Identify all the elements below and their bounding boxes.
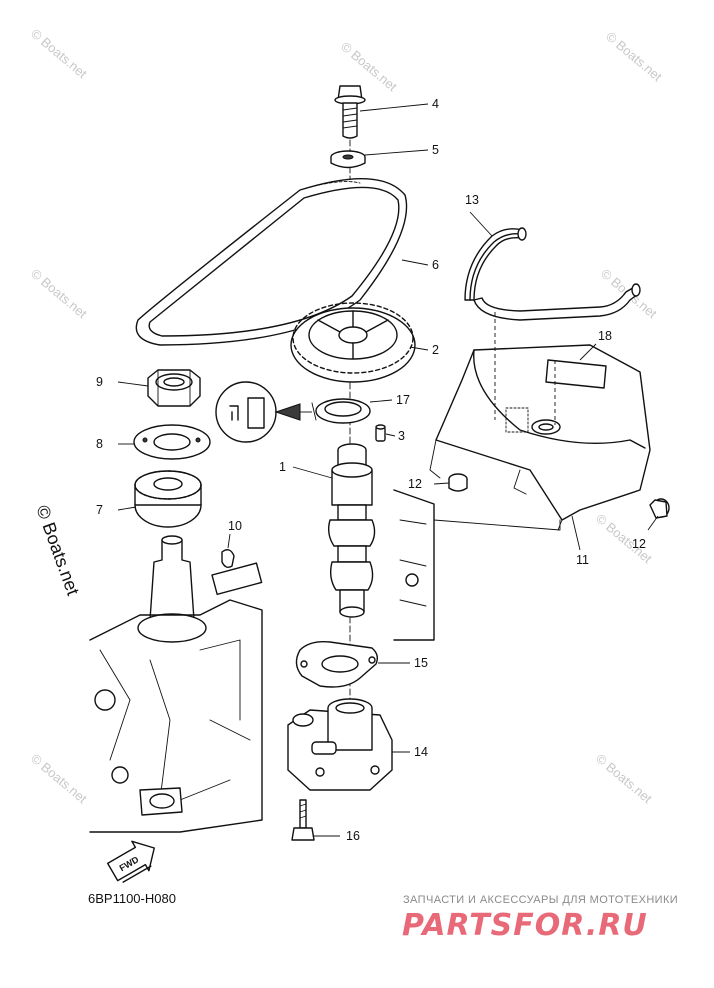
- callout-18: 18: [598, 329, 612, 343]
- oil-pump-part: [287, 698, 393, 791]
- washer-part: [330, 150, 366, 169]
- watermark-text: © Boats.net: [28, 26, 90, 82]
- diagram-code: 6BP1100-H080: [88, 891, 176, 906]
- grommet-part-left: [448, 473, 468, 492]
- detail-circle: [215, 381, 312, 443]
- belt-cover-part: [429, 344, 651, 531]
- callout-15: 15: [414, 656, 428, 670]
- callout-6: 6: [432, 258, 439, 272]
- pin-part: [375, 424, 386, 442]
- promo-logo[interactable]: PARTSFOR.RU: [402, 908, 648, 943]
- callout-11: 11: [576, 553, 589, 567]
- callout-17: 17: [396, 393, 410, 407]
- label-part: [545, 359, 607, 389]
- key-part: [221, 549, 235, 569]
- watermark-text: © Boats.net: [28, 266, 90, 322]
- oil-seal-part: [311, 398, 371, 424]
- callout-14: 14: [414, 745, 428, 759]
- promo-tagline: ЗАПЧАСТИ И АКСЕССУАРЫ ДЛЯ МОТОТЕХНИКИ: [403, 894, 678, 906]
- callout-1: 1: [279, 460, 286, 474]
- plate-part: [133, 424, 211, 460]
- watermark-text: © Boats.net: [28, 751, 90, 807]
- callout-4: 4: [432, 97, 439, 111]
- nut-part: [147, 369, 201, 407]
- callout-2: 2: [432, 343, 439, 357]
- side-watermark: © Boats.net: [32, 503, 83, 598]
- gasket-part: [295, 640, 379, 688]
- engine-block-right: [393, 489, 561, 641]
- callout-8: 8: [96, 437, 103, 451]
- callout-7: 7: [96, 503, 103, 517]
- watermark-text: © Boats.net: [593, 751, 655, 807]
- watermark-text: © Boats.net: [603, 29, 665, 85]
- callout-9: 9: [96, 375, 103, 389]
- callout-12-right: 12: [632, 537, 646, 551]
- callout-5: 5: [432, 143, 439, 157]
- bolt-part: [334, 85, 366, 139]
- pump-bolt-part: [291, 799, 315, 841]
- callout-labels: 4 5 6 2 9 8 7 10 17 3 1 15 14 16 13 18 1…: [96, 97, 646, 843]
- hose-part: [464, 227, 641, 321]
- callout-13: 13: [465, 193, 479, 207]
- callout-3: 3: [398, 429, 405, 443]
- engine-block-left: [89, 535, 263, 833]
- grommet-part-right: [649, 498, 670, 519]
- drive-pulley-part: [134, 470, 202, 528]
- callout-12-left: 12: [408, 477, 422, 491]
- callout-16: 16: [346, 829, 360, 843]
- fwd-arrow: FWD: [106, 840, 155, 883]
- callout-10: 10: [228, 519, 242, 533]
- camshaft-part: [327, 443, 376, 618]
- cam-pulley-part: [290, 302, 416, 383]
- leader-lines: [117, 103, 659, 837]
